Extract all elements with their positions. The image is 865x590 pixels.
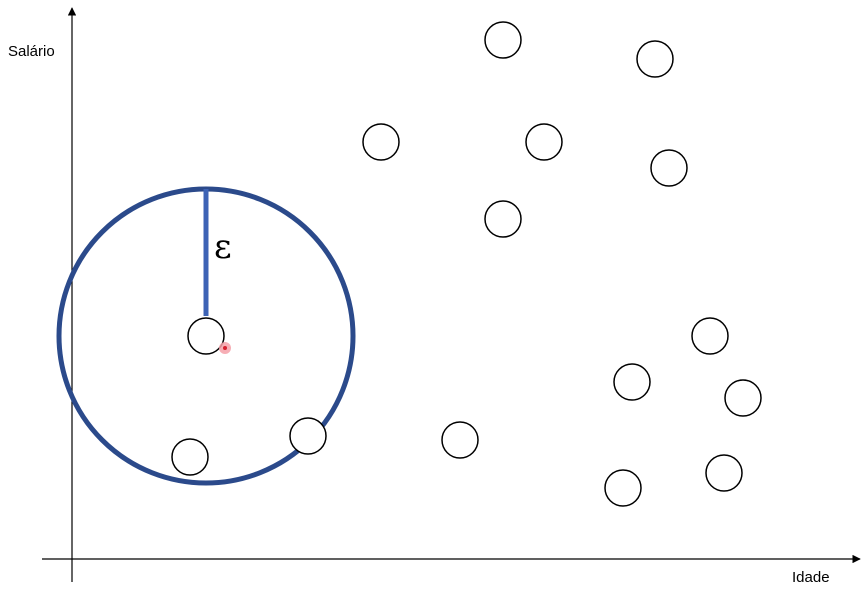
data-point	[525, 123, 563, 161]
data-point	[705, 454, 743, 492]
data-point	[289, 417, 327, 455]
data-point	[613, 363, 651, 401]
data-point	[636, 40, 674, 78]
data-points	[171, 21, 762, 507]
epsilon-label: ε	[214, 227, 232, 267]
y-axis-label: Salário	[8, 43, 55, 60]
cursor-dot	[223, 346, 227, 350]
data-point	[484, 200, 522, 238]
data-point	[724, 379, 762, 417]
data-point	[650, 149, 688, 187]
x-axis-label: Idade	[792, 569, 830, 586]
core-point	[187, 317, 225, 355]
data-point	[441, 421, 479, 459]
data-point	[362, 123, 400, 161]
data-point	[171, 438, 209, 476]
data-point	[604, 469, 642, 507]
data-point	[484, 21, 522, 59]
data-point	[691, 317, 729, 355]
mouse-cursor-marker	[219, 342, 231, 354]
